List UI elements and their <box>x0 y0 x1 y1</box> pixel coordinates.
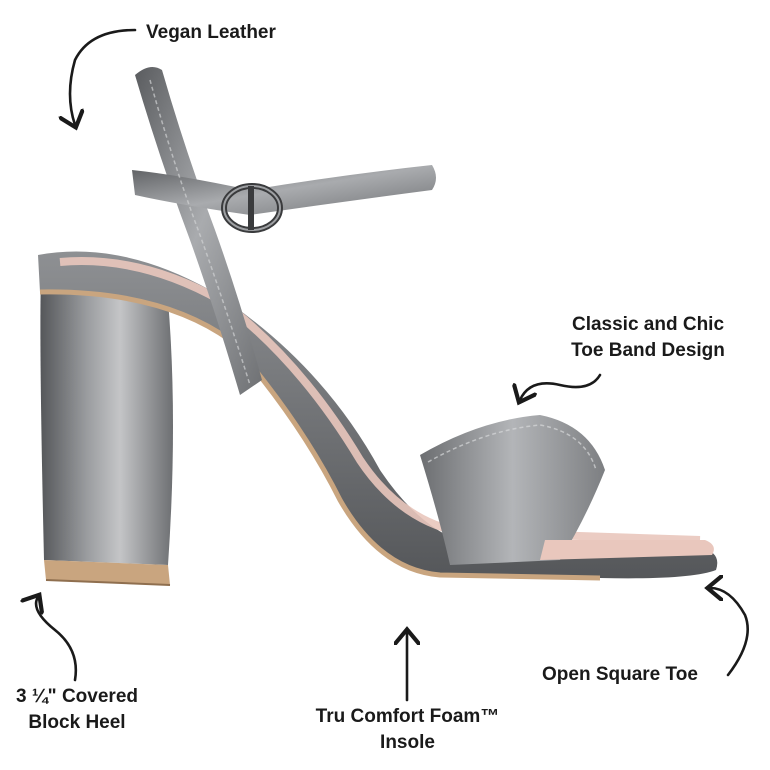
label-toe-band: Classic and Chic Toe Band Design <box>548 312 748 364</box>
label-text: Open Square Toe <box>542 664 698 685</box>
label-block-heel: 3 ¼" Covered Block Heel <box>2 684 152 736</box>
curved-arrow-icon <box>36 597 78 682</box>
label-text: Vegan Leather <box>146 22 276 43</box>
arrow-open-toe <box>710 588 749 677</box>
label-text: 3 ¼" Covered <box>15 686 138 707</box>
label-open-toe: Open Square Toe <box>542 662 698 688</box>
buckle-icon <box>221 183 283 233</box>
curved-arrow-icon <box>710 588 749 677</box>
arrow-vegan-leather <box>70 28 137 125</box>
label-vegan-leather: Vegan Leather <box>146 20 276 46</box>
label-text: Block Heel <box>28 712 126 733</box>
toe-band <box>420 415 714 565</box>
curved-arrow-icon <box>70 28 137 125</box>
ankle-strap <box>132 66 436 395</box>
block-heel <box>40 258 174 586</box>
arrow-block-heel <box>36 597 78 682</box>
curved-arrow-icon <box>520 373 602 400</box>
label-text: Tru Comfort Foam™ <box>315 706 500 727</box>
arrow-toe-band <box>520 373 602 400</box>
label-insole: Tru Comfort Foam™ Insole <box>295 704 520 756</box>
label-text: Toe Band Design <box>571 340 725 361</box>
sole <box>38 251 718 581</box>
label-text: Classic and Chic <box>571 314 725 335</box>
label-text: Insole <box>380 732 435 753</box>
